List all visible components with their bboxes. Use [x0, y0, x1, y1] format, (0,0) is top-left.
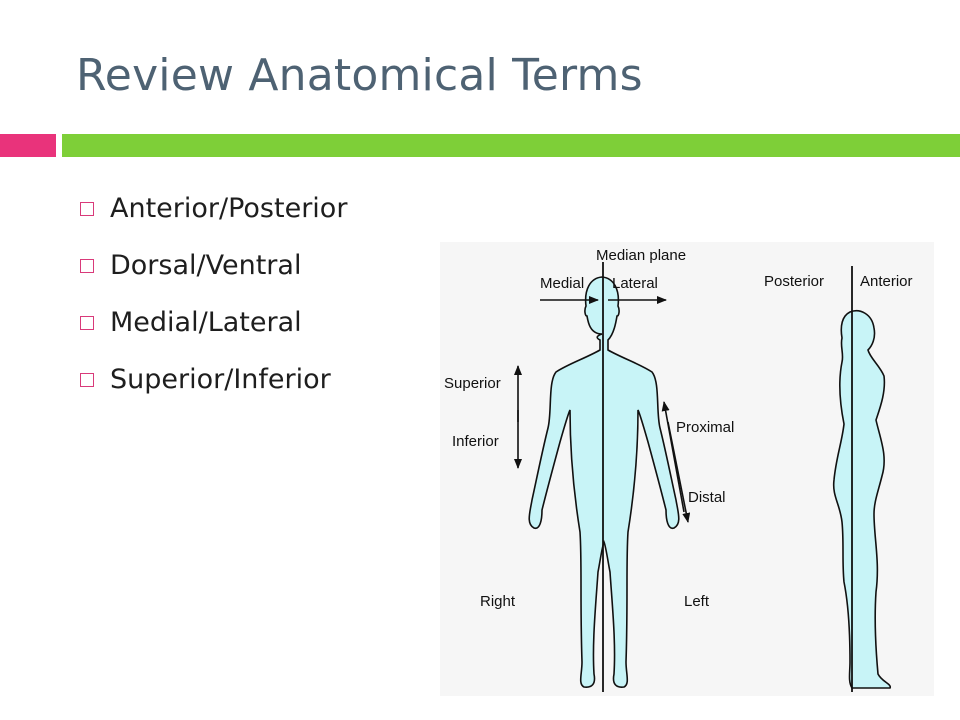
front-body-figure [528, 276, 680, 688]
label-distal: Distal [688, 489, 726, 506]
square-bullet-icon [80, 201, 94, 216]
label-inferior: Inferior [452, 433, 499, 450]
bullet-text: Superior/Inferior [110, 364, 331, 395]
bullet-item: Anterior/Posterior [80, 180, 347, 237]
label-right: Right [480, 593, 516, 610]
accent-bar-green [62, 134, 960, 157]
slide-title: Review Anatomical Terms [76, 50, 643, 101]
bullet-text: Dorsal/Ventral [110, 250, 302, 281]
anatomy-diagram-svg: Median plane Medial Lateral Posterior An… [444, 247, 913, 692]
label-lateral: Lateral [612, 275, 658, 292]
bullet-text: Anterior/Posterior [110, 193, 348, 224]
square-bullet-icon [80, 258, 94, 273]
bullet-item: Superior/Inferior [80, 351, 347, 408]
label-medial: Medial [540, 275, 584, 292]
square-bullet-icon [80, 315, 94, 330]
distal-arrow [667, 421, 691, 523]
label-proximal: Proximal [676, 419, 734, 436]
bullet-text: Medial/Lateral [110, 307, 302, 338]
side-body-figure [832, 310, 892, 689]
label-superior: Superior [444, 375, 501, 392]
anatomy-diagram: Median plane Medial Lateral Posterior An… [440, 242, 934, 696]
bullet-list: Anterior/Posterior Dorsal/Ventral Medial… [80, 180, 347, 408]
bullet-item: Medial/Lateral [80, 294, 347, 351]
proximal-arrow [661, 401, 685, 513]
label-left: Left [684, 593, 710, 610]
label-anterior: Anterior [860, 273, 913, 290]
label-posterior: Posterior [764, 273, 824, 290]
square-bullet-icon [80, 372, 94, 387]
bullet-item: Dorsal/Ventral [80, 237, 347, 294]
label-median-plane: Median plane [596, 247, 686, 264]
accent-bar-pink [0, 134, 56, 157]
